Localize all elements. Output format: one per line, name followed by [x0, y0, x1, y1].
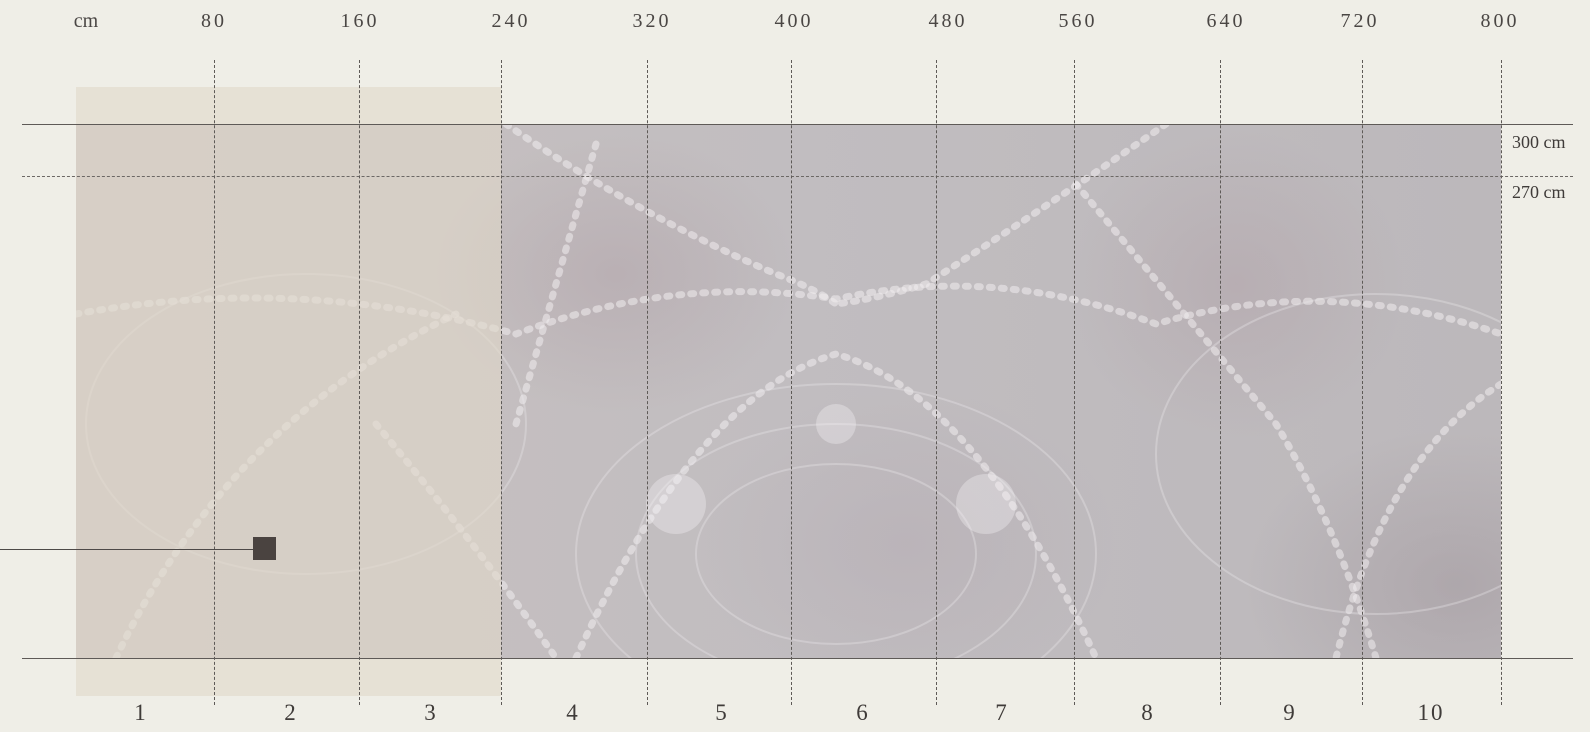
panel-number-10: 10	[1417, 700, 1445, 725]
floor-line	[22, 658, 1573, 659]
panel-separator	[791, 60, 792, 705]
first-panels-overlay	[76, 87, 501, 696]
panel-separator	[936, 60, 937, 705]
square-marker-icon[interactable]	[253, 537, 276, 560]
panel-number-5: 5	[715, 700, 729, 725]
secondary-height-line	[22, 176, 1573, 177]
ruler-tick-80: 80	[201, 10, 227, 32]
ruler-tick-240: 240	[491, 10, 531, 32]
ruler-tick-160: 160	[340, 10, 380, 32]
ruler-tick-640: 640	[1206, 10, 1246, 32]
ruler-tick-480: 480	[928, 10, 968, 32]
panel-separator	[647, 60, 648, 705]
ruler-tick-320: 320	[632, 10, 672, 32]
height-label-300: 300 cm	[1512, 132, 1566, 152]
top-height-line	[22, 124, 1573, 125]
panel-separator	[1074, 60, 1075, 705]
ruler-tick-560: 560	[1058, 10, 1098, 32]
panel-separator	[1220, 60, 1221, 705]
ruler-unit-label: cm	[73, 10, 99, 32]
ruler-tick-400: 400	[774, 10, 814, 32]
panel-number-9: 9	[1283, 700, 1297, 725]
panel-separator	[501, 60, 502, 705]
panel-separator	[1501, 60, 1502, 705]
panel-separator	[1362, 60, 1363, 705]
panel-number-2: 2	[284, 700, 298, 725]
panel-number-4: 4	[566, 700, 580, 725]
panel-number-7: 7	[995, 700, 1009, 725]
ruler-tick-720: 720	[1340, 10, 1380, 32]
panel-separator	[359, 60, 360, 705]
panel-separator	[214, 60, 215, 705]
ruler-tick-800: 800	[1480, 10, 1520, 32]
height-label-270: 270 cm	[1512, 182, 1566, 202]
panel-number-1: 1	[134, 700, 148, 725]
panel-number-3: 3	[424, 700, 438, 725]
panel-number-8: 8	[1141, 700, 1155, 725]
panel-number-6: 6	[856, 700, 870, 725]
pointer-line	[0, 549, 253, 550]
